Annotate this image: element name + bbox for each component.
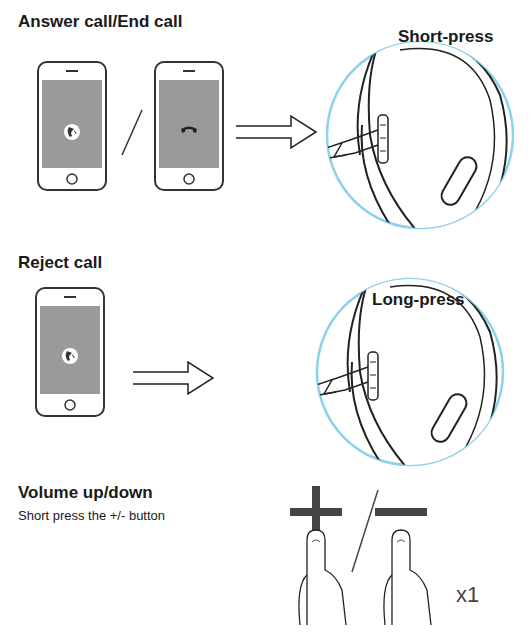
repeat-count: x1 [456, 582, 479, 608]
press-type: Short-press [398, 27, 493, 47]
press-type: Long-press [372, 290, 465, 310]
section-heading: Reject call [18, 253, 102, 273]
section-heading: Answer call/End call [18, 12, 182, 32]
section-heading: Volume up/down [18, 483, 153, 503]
instruction-note: Short press the +/- button [18, 508, 165, 523]
